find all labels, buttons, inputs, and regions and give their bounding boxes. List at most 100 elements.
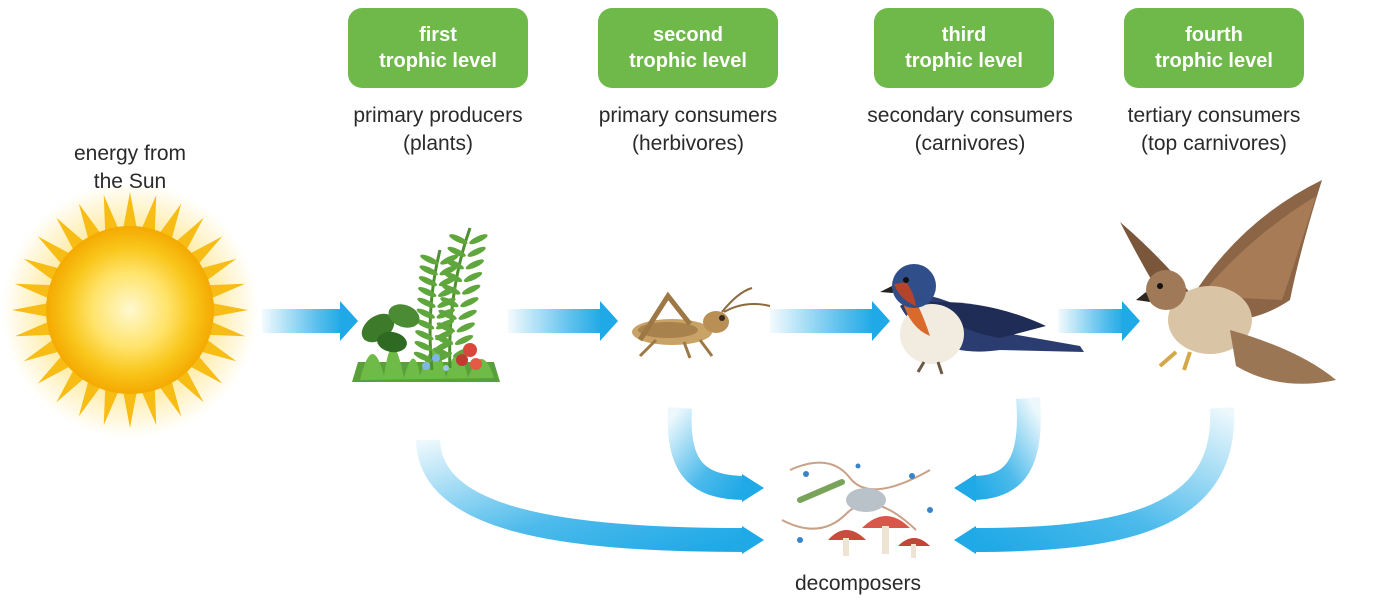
fern-leaflet — [460, 297, 479, 308]
role-line2: (plants) — [402, 132, 474, 155]
flow-arrow-plants-to-grasshopper — [508, 301, 618, 341]
role-primary-producers: primary producers (plants) — [318, 102, 558, 158]
fern-leaflet — [440, 297, 459, 308]
fern-leaflet — [467, 246, 486, 257]
role-line2: (carnivores) — [914, 132, 1026, 155]
grasshopper-icon — [632, 287, 771, 359]
fern-leaflet — [438, 309, 457, 320]
fern-leaflet — [456, 322, 475, 333]
sun-ray — [23, 258, 62, 282]
fern-leaflet — [443, 271, 463, 283]
sun-ray — [14, 283, 54, 300]
fern-leaflet — [442, 284, 461, 295]
fern-leaflet — [414, 340, 433, 352]
sun-ray — [198, 258, 237, 282]
sun-ray — [140, 194, 157, 234]
flow-arrow-bird-to-decomposers — [954, 397, 1041, 502]
fern-leaflet — [469, 234, 488, 245]
fern-leaflet — [454, 334, 474, 346]
sun-ray — [37, 354, 73, 384]
fern-leaflet — [465, 259, 484, 270]
role-line2: (top carnivores) — [1141, 132, 1287, 155]
role-secondary-consumers: secondary consumers (carnivores) — [850, 102, 1090, 158]
sun-ray — [78, 203, 102, 242]
sun-icon — [2, 182, 258, 438]
sun-ray — [122, 192, 138, 231]
sun-caption-line2: the Sun — [93, 170, 167, 193]
sun-ray — [206, 283, 246, 300]
fern-leaflet — [447, 246, 466, 257]
badge-line2: trophic level — [905, 50, 1023, 72]
badge-line2: trophic level — [629, 50, 747, 72]
fern-leaflet — [417, 297, 436, 308]
flow-arrow-grasshopper-to-decomposers — [667, 407, 764, 502]
sun-ray — [209, 302, 248, 318]
badge-line1: second — [652, 24, 724, 46]
badge-line2: trophic level — [1155, 50, 1273, 72]
fern-leaflet — [419, 265, 438, 276]
fern-leaflet — [415, 319, 435, 330]
sun-ray — [187, 236, 223, 266]
badge-line1: fourth — [1185, 24, 1243, 46]
badge-second-trophic-level: second trophic level — [598, 8, 778, 88]
fern-leaflet — [420, 254, 439, 265]
fern-leaflet — [445, 259, 464, 270]
sun-ray — [12, 302, 51, 318]
badge-fourth-trophic-level: fourth trophic level — [1124, 8, 1304, 88]
sun-ray — [140, 386, 157, 426]
role-line1: primary producers — [353, 104, 523, 127]
sun-ray — [56, 367, 86, 403]
decomposers-caption: decomposers — [794, 572, 922, 595]
flow-arrow-sun-to-plants — [262, 301, 358, 341]
fern-leaflet — [433, 347, 452, 358]
sun-ray — [158, 378, 182, 417]
sun-ray — [103, 386, 120, 426]
sun-ray — [187, 354, 223, 384]
sun-ray — [78, 378, 102, 417]
sun-ray — [56, 217, 86, 253]
sun-ray — [174, 217, 204, 253]
role-line1: secondary consumers — [867, 104, 1073, 127]
fern-leaflet — [418, 286, 437, 298]
role-line1: tertiary consumers — [1127, 104, 1301, 127]
role-tertiary-consumers: tertiary consumers (top carnivores) — [1094, 102, 1334, 158]
role-line2: (herbivores) — [631, 132, 745, 155]
sun-ray — [158, 203, 182, 242]
sun-ray — [174, 367, 204, 403]
flow-arrow-plants-to-decomposers — [416, 438, 764, 554]
fern-leaflet — [458, 309, 477, 320]
fern-leaflet — [449, 234, 468, 245]
flow-arrow-bird-to-hawk — [1058, 301, 1140, 341]
flow-arrow-grasshopper-to-bird — [770, 301, 890, 341]
badge-line1: first — [419, 24, 457, 46]
badge-third-trophic-level: third trophic level — [874, 8, 1054, 88]
fern-leaflet — [436, 322, 455, 333]
role-primary-consumers: primary consumers (herbivores) — [568, 102, 808, 158]
sun-ray — [23, 338, 62, 362]
fern-leaflet — [462, 284, 481, 295]
fern-leaflet — [463, 271, 483, 283]
sun-caption: energy from the Sun — [10, 140, 250, 196]
fern-leaflet — [418, 276, 438, 287]
role-line1: primary consumers — [598, 104, 778, 127]
sun-caption-line1: energy from — [73, 142, 187, 165]
flow-arrow-hawk-to-decomposers — [954, 407, 1235, 554]
fern-leaflet — [413, 351, 433, 362]
decomposers-icon — [781, 461, 933, 558]
fern-leaflet — [416, 308, 435, 319]
fern-leaflet — [434, 334, 454, 346]
sun-ray — [122, 389, 138, 428]
badge-line1: third — [941, 24, 987, 46]
badge-line2: trophic level — [379, 50, 497, 72]
sun-ray — [14, 320, 54, 337]
sun-ray — [198, 338, 237, 362]
fern-leaflet — [415, 330, 434, 341]
sun-ray — [37, 236, 73, 266]
bird-icon — [880, 264, 1084, 375]
sun-ray — [103, 194, 120, 234]
plant-icon — [352, 227, 500, 382]
badge-first-trophic-level: first trophic level — [348, 8, 528, 88]
sun-ray — [206, 320, 246, 337]
hawk-icon — [1120, 180, 1336, 384]
